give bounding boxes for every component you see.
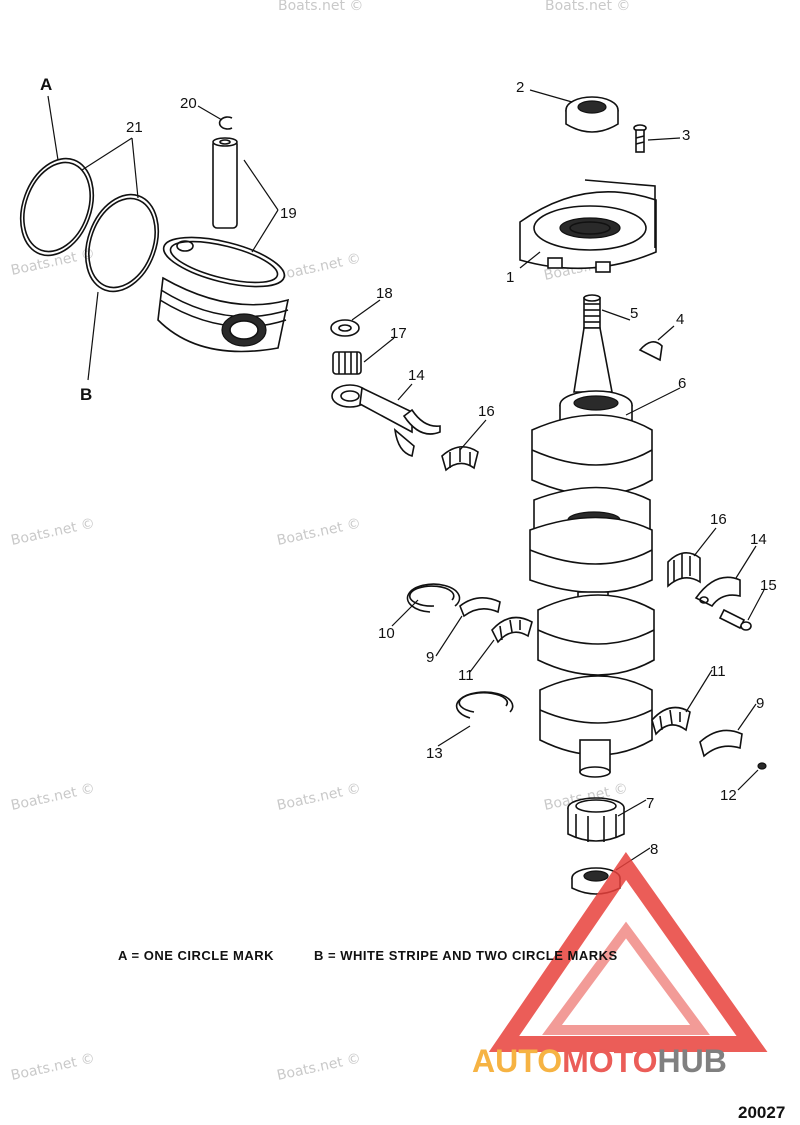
callout-21: 21 [126, 119, 143, 136]
diagram-code: 20027 [738, 1103, 785, 1122]
callout-16b: 16 [710, 511, 727, 528]
watermark: Boats.net © [10, 1051, 97, 1084]
logo-moto: MOTO [562, 1043, 657, 1079]
watermark: Boats.net © [10, 516, 97, 549]
watermark: Boats.net © [276, 781, 363, 814]
rod-bearing-cage [441, 446, 479, 472]
woodruff-key [638, 341, 663, 362]
callout-18: 18 [376, 285, 393, 302]
crankshaft [529, 294, 655, 778]
logo-hub: HUB [657, 1043, 726, 1079]
callout-4: 4 [676, 311, 684, 328]
callout-9b: 9 [756, 695, 764, 712]
logo-auto: AUTO [472, 1043, 562, 1079]
rod-needle-bearing [667, 552, 701, 588]
callout-12: 12 [720, 787, 737, 804]
upper-end-cap [519, 179, 657, 273]
callout-19: 19 [280, 205, 297, 222]
thrust-washer [330, 319, 360, 337]
connecting-rod [331, 384, 441, 458]
callout-11b: 11 [710, 663, 726, 680]
watermark: Boats.net © [276, 1051, 363, 1084]
piston-ring-b [84, 193, 160, 293]
connecting-rod-cap [694, 576, 741, 608]
callout-13: 13 [426, 745, 443, 762]
callout-8: 8 [650, 841, 658, 858]
svg-text:AUTOMOTOHUB: AUTOMOTOHUB [472, 1043, 727, 1079]
bearing-cage [651, 706, 691, 736]
callout-7: 7 [646, 795, 654, 812]
piston-ring-a [19, 157, 95, 257]
callout-15: 15 [760, 577, 777, 594]
retaining-ring-lower [455, 691, 514, 719]
callout-3: 3 [682, 127, 690, 144]
logo-triangle-icon [488, 852, 768, 1052]
retaining-ring [406, 583, 461, 613]
callout-16a: 16 [478, 403, 495, 420]
wrist-pin [212, 137, 238, 229]
bearing-race [699, 729, 743, 758]
watermark: Boats.net © [276, 251, 363, 284]
watermark: Boats.net © [545, 0, 630, 14]
callout-6: 6 [678, 375, 686, 392]
rod-cap-screw [718, 608, 752, 631]
callout-a: A [40, 75, 52, 94]
lower-roller-bearing [567, 797, 625, 842]
callout-10: 10 [378, 625, 395, 642]
callout-11a: 11 [458, 667, 474, 684]
logo-inner-triangle-icon [542, 921, 710, 1035]
screw [633, 124, 647, 153]
watermark: Boats.net © [276, 516, 363, 549]
watermark: Boats.net © [278, 0, 363, 14]
callout-20: 20 [180, 95, 197, 112]
bearing-race [459, 597, 501, 618]
automotohub-logo: AUTOMOTOHUB [472, 852, 768, 1079]
caption-a-legend: A = ONE CIRCLE MARK [118, 948, 274, 963]
callout-9a: 9 [426, 649, 434, 666]
leader-lines [47, 89, 765, 871]
watermark: Boats.net © [10, 781, 97, 814]
locating-pin [757, 762, 767, 770]
piston [157, 236, 290, 353]
oil-seal-top [565, 96, 619, 133]
pin-retainer-clip [218, 116, 233, 130]
callout-14a: 14 [408, 367, 425, 384]
callout-5: 5 [630, 305, 638, 322]
callout-1: 1 [506, 269, 514, 286]
needle-bearing-small-end [332, 351, 362, 375]
callout-14b: 14 [750, 531, 767, 548]
callout-17: 17 [390, 325, 407, 342]
callout-labels: A B 21 20 19 18 17 14 16 2 3 1 5 4 6 16 … [40, 75, 777, 858]
caption-b-legend: B = WHITE STRIPE AND TWO CIRCLE MARKS [314, 948, 618, 963]
bearing-cage [491, 616, 533, 644]
callout-b: B [80, 385, 92, 404]
callout-2: 2 [516, 79, 524, 96]
